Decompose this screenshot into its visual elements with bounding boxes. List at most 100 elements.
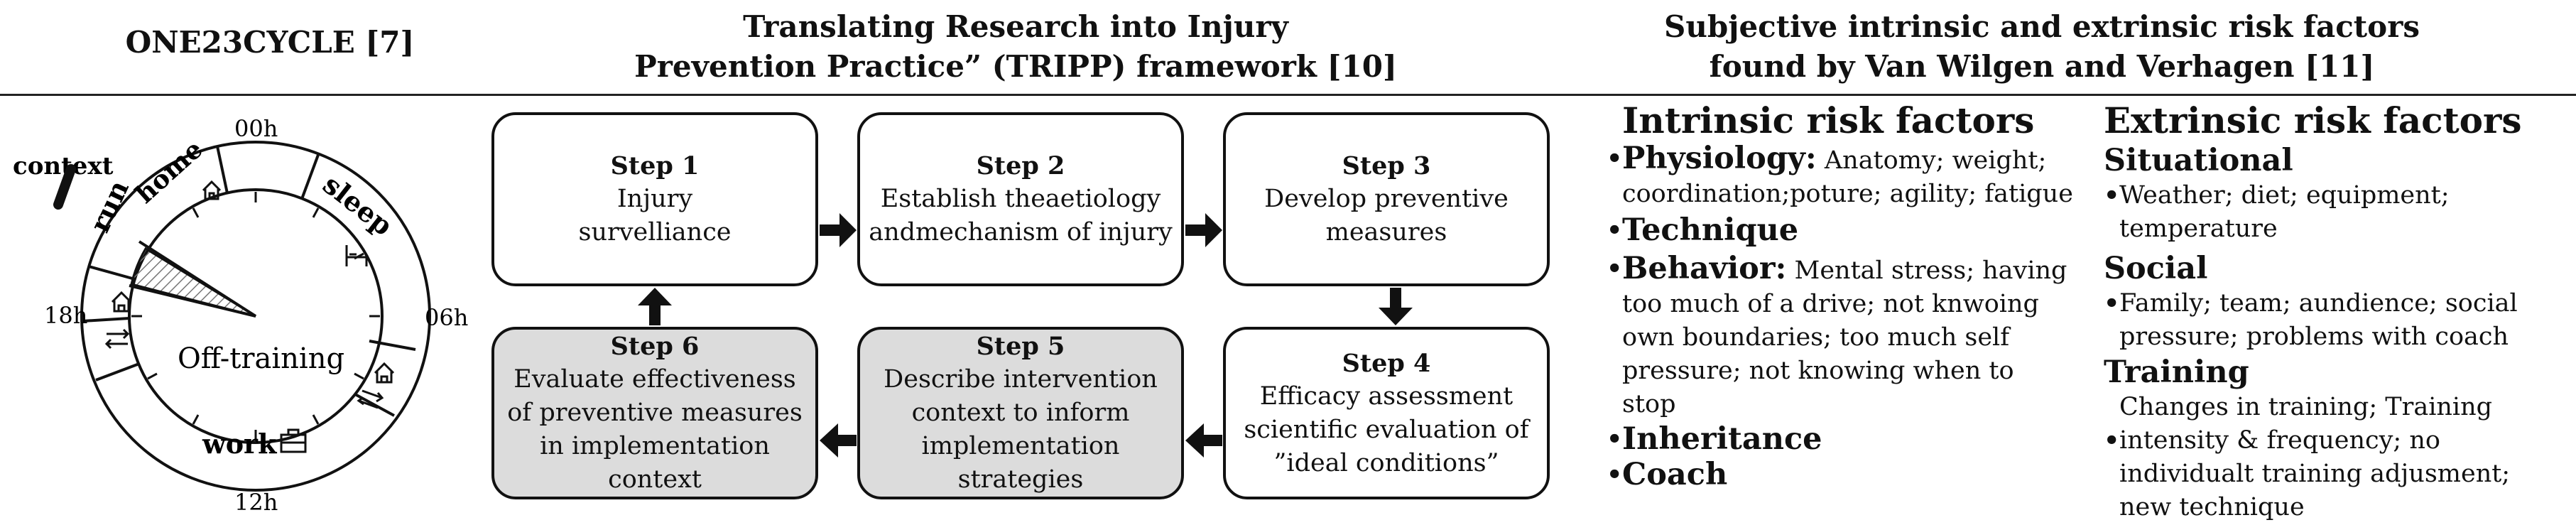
- divider-top: [216, 146, 229, 194]
- step-text: Develop preventive: [1264, 185, 1509, 213]
- step-2-box: Step 2 Establish theaetiology andmechani…: [857, 112, 1184, 286]
- segment-home: home: [130, 134, 209, 210]
- step-text: in implementation: [540, 432, 770, 460]
- arrow-4-to-5: [1202, 435, 1222, 446]
- one23cycle-clock: context run home sleep work 00h 06h 12h …: [13, 115, 468, 516]
- run-marker: [53, 164, 76, 210]
- divider-right: [369, 340, 416, 351]
- step-title: Step 3: [1342, 151, 1431, 180]
- transfer-arrows-icon: [104, 328, 130, 350]
- segment-work: work: [202, 428, 277, 460]
- home-icon: [111, 291, 132, 313]
- bullet: •: [1607, 460, 1623, 489]
- arrow-5-to-6: [837, 435, 857, 446]
- intrinsic-item-technique: •Technique: [1607, 214, 2075, 249]
- step-text: survelliance: [578, 218, 732, 247]
- training-item: •intensity & frequency; no individualt t…: [2104, 424, 2558, 524]
- step-text: context to inform: [911, 399, 1130, 427]
- header-divider: [0, 94, 2576, 96]
- behavior-label: Behavior:: [1622, 251, 1787, 286]
- run-wedge: [130, 247, 256, 318]
- step-5-box: Step 5 Describe intervention context to …: [857, 327, 1184, 499]
- step-text: andmechanism of injury: [869, 218, 1173, 247]
- header-tripp-line2: Prevention Practice” (TRIPP) framework […: [634, 49, 1397, 84]
- social-item: •Family; team; aundience; social pressur…: [2104, 287, 2558, 354]
- inheritance-label: Inheritance: [1622, 421, 1822, 457]
- intrinsic-column: Intrinsic risk factors •Physiology: Anat…: [1607, 99, 2075, 494]
- header-one23cycle: ONE23CYCLE [7]: [125, 25, 415, 60]
- divider-left-lower: [95, 362, 140, 381]
- header-risk-line1: Subjective intrinsic and extrinsic risk …: [1664, 9, 2420, 44]
- step-text: Establish theaetiology: [880, 185, 1161, 213]
- arrow-2-to-3-head: [1205, 213, 1222, 247]
- arrow-4-to-5-head: [1185, 423, 1204, 458]
- arrow-5-to-6-head: [820, 423, 838, 458]
- bullet: •: [2104, 426, 2120, 455]
- behavior-text: Mental stress; having too much of a driv…: [1622, 256, 2067, 418]
- step-text: scientific evaluation of: [1244, 415, 1529, 444]
- step-text: strategies: [957, 465, 1084, 494]
- clock-inner-ring: [128, 188, 384, 444]
- step-4-box: Step 4 Efficacy assessment scientific ev…: [1223, 327, 1550, 499]
- step-text: implementation: [921, 432, 1120, 460]
- briefcase-icon: [280, 428, 307, 453]
- step-3-box: Step 3 Develop preventive measures: [1223, 112, 1550, 286]
- hour-label-right: 06h: [425, 304, 468, 331]
- context-label: context: [13, 152, 114, 180]
- arrow-1-to-2-head: [839, 213, 857, 247]
- arrow-3-to-4: [1390, 288, 1401, 309]
- segment-sleep: sleep: [317, 168, 398, 242]
- hour-label-top: 00h: [234, 115, 278, 142]
- step-text: context: [608, 465, 702, 494]
- transfer-arrows-icon: [357, 389, 384, 409]
- situational-text: Weather; diet; equipment; temperature: [2119, 181, 2450, 243]
- home-icon: [374, 362, 395, 384]
- step-title: Step 1: [610, 151, 700, 180]
- bullet: •: [2104, 289, 2120, 318]
- bullet: •: [1607, 425, 1623, 454]
- intrinsic-item-inheritance: •Inheritance: [1607, 423, 2075, 458]
- step-1-box: Step 1 Injury survelliance: [491, 112, 818, 286]
- situational-heading: Situational: [2104, 143, 2293, 178]
- technique-label: Technique: [1622, 212, 1799, 248]
- step-text: measures: [1325, 218, 1447, 247]
- step-text: Evaluate effectiveness: [513, 365, 796, 394]
- step-text: Efficacy assessment: [1259, 381, 1513, 411]
- social-heading: Social: [2104, 251, 2208, 286]
- hour-label-left: 18h: [44, 302, 87, 329]
- clock-hand-upper: [138, 240, 257, 318]
- step-text: of preventive measures: [507, 399, 803, 427]
- bullet: •: [1607, 254, 1623, 283]
- training-heading: Training: [2104, 354, 2249, 390]
- coach-label: Coach: [1622, 457, 1728, 492]
- divider-top-right: [300, 154, 320, 200]
- training-text: intensity & frequency; no individualt tr…: [2119, 426, 2511, 521]
- training-intro: Changes in training; Training: [2119, 393, 2493, 421]
- step-6-box: Step 6 Evaluate effectiveness of prevent…: [491, 327, 818, 499]
- header-tripp-line1: Translating Research into Injury: [743, 9, 1288, 44]
- step-text: ”ideal conditions”: [1273, 448, 1499, 477]
- segment-run: run: [83, 175, 135, 237]
- step-title: Step 6: [610, 332, 700, 361]
- intrinsic-heading: Intrinsic risk factors: [1622, 99, 2035, 141]
- clock-center-label: Off-training: [178, 342, 344, 375]
- physiology-label: Physiology:: [1622, 141, 1817, 176]
- step-text: Injury: [616, 185, 693, 213]
- intrinsic-item-physiology: •Physiology: Anatomy; weight; coordinati…: [1607, 142, 2075, 211]
- arrow-3-to-4-head: [1379, 308, 1413, 325]
- extrinsic-column: Extrinsic risk factors Situational •Weat…: [2104, 99, 2558, 524]
- bed-icon: [345, 245, 368, 266]
- clock-hand-lower: [129, 284, 256, 318]
- physiology-text: Anatomy; weight; coordination;poture; ag…: [1622, 146, 2073, 208]
- situational-item: •Weather; diet; equipment; temperature: [2104, 179, 2558, 246]
- home-icon: [202, 180, 222, 200]
- divider-left-upper: [88, 265, 136, 281]
- extrinsic-heading: Extrinsic risk factors: [2104, 99, 2522, 141]
- hour-label-bottom: 12h: [234, 489, 278, 516]
- bullet: •: [1607, 144, 1623, 173]
- divider-left: [82, 317, 130, 323]
- header-risk-factors: Subjective intrinsic and extrinsic risk …: [1598, 7, 2486, 87]
- divider-bottom-right: [354, 393, 395, 417]
- step-title: Step 4: [1342, 348, 1431, 378]
- header-tripp: Translating Research into Injury Prevent…: [611, 7, 1420, 87]
